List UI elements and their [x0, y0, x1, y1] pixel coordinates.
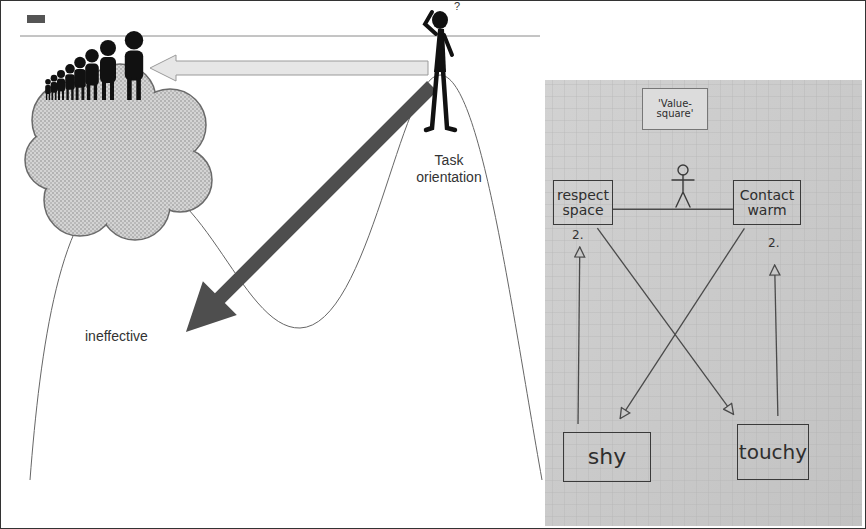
connector-arrow — [620, 228, 744, 418]
connector-arrow — [613, 209, 733, 210]
value-box: Contact warm — [733, 180, 801, 225]
step-number: 2. — [768, 236, 779, 250]
connector-arrow — [597, 228, 733, 414]
node-text: respect space — [554, 188, 612, 217]
balancing-figure — [672, 165, 694, 207]
title-note: 'Value-square' — [642, 88, 708, 130]
header-rule — [20, 36, 540, 37]
value-box: respect space — [553, 180, 613, 225]
connector-arrow — [775, 265, 778, 416]
grey-arrow — [150, 55, 428, 81]
landscape-curve — [30, 75, 542, 480]
flipchart-photo — [545, 80, 862, 526]
distortion-box: shy — [563, 432, 651, 482]
slide-marker — [27, 15, 45, 23]
step-number: 2. — [572, 228, 583, 242]
node-text: touchy — [739, 442, 807, 463]
outcome-label: ineffective — [85, 328, 148, 344]
node-text: shy — [588, 445, 626, 468]
cloud — [25, 64, 212, 240]
question-mark: ? — [454, 0, 460, 12]
pondering-figure — [425, 11, 455, 130]
dark-arrow — [169, 69, 449, 349]
node-text: 'Value-square' — [643, 99, 707, 120]
connector-arrow — [578, 247, 580, 424]
figure-caption: Task orientation — [404, 152, 494, 186]
distortion-box: touchy — [737, 424, 809, 480]
node-text: Contact warm — [734, 188, 800, 217]
people-row — [45, 31, 143, 100]
